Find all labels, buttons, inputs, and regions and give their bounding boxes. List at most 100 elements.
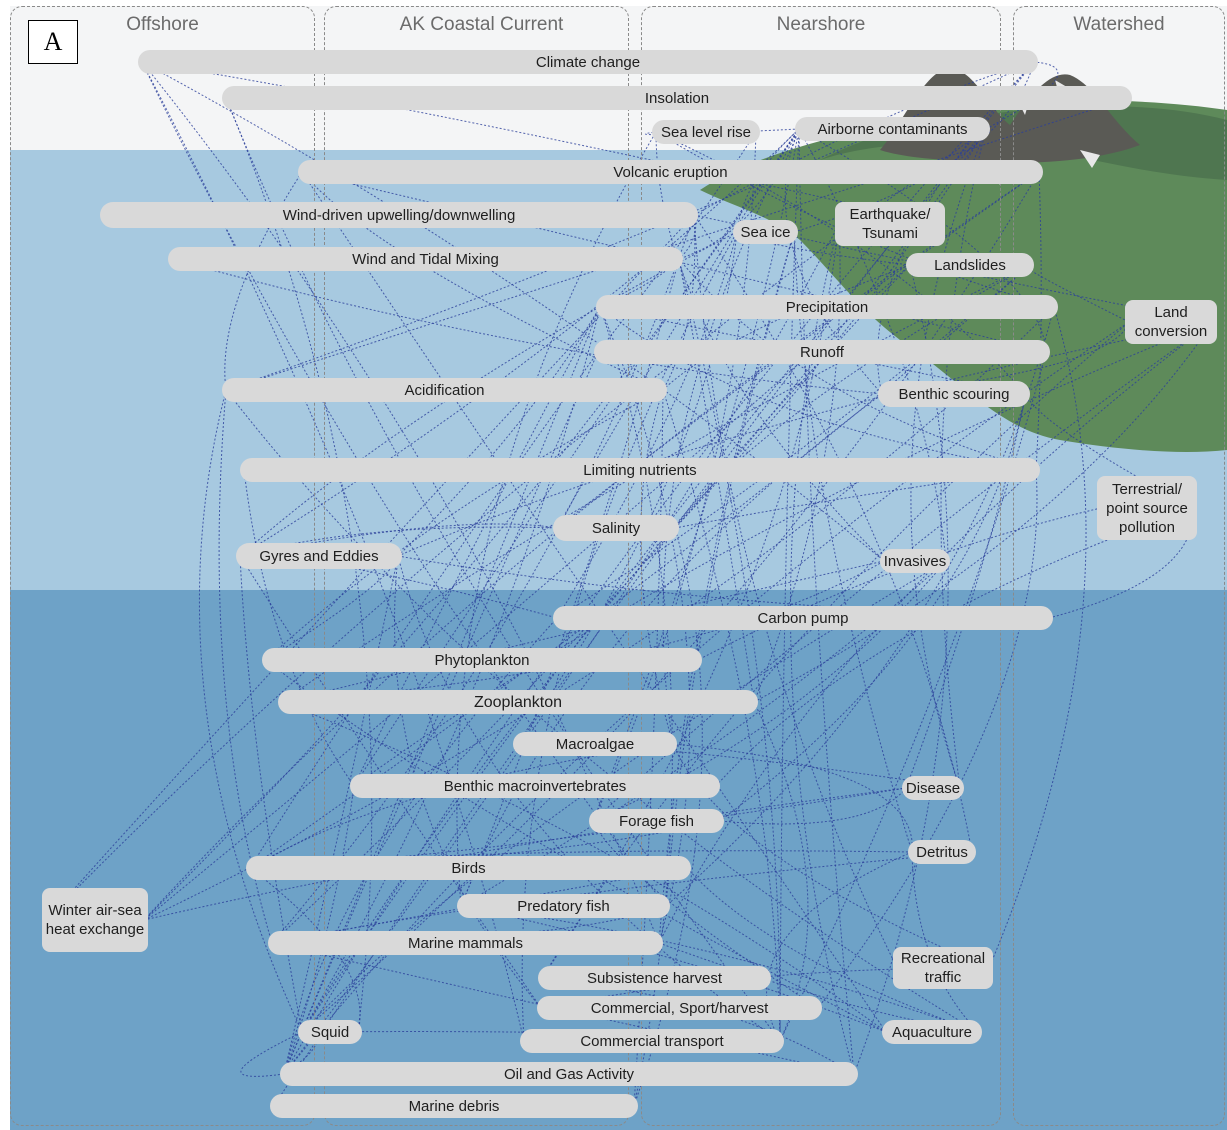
connection-line bbox=[988, 306, 1087, 969]
connection-line bbox=[141, 61, 660, 944]
node-sea-level-rise: Sea level rise bbox=[652, 120, 760, 144]
connection-line bbox=[662, 389, 781, 1042]
connection-line bbox=[693, 214, 898, 969]
connection-line bbox=[592, 560, 947, 822]
connection-line bbox=[141, 61, 667, 907]
connection-line bbox=[239, 555, 558, 619]
connection-line bbox=[271, 851, 973, 944]
connection-line bbox=[143, 128, 800, 921]
connection-line bbox=[283, 555, 399, 1075]
node-acidification: Acidification bbox=[222, 378, 667, 402]
connection-line bbox=[271, 214, 695, 944]
node-insolation: Insolation bbox=[222, 86, 1132, 110]
connection-line bbox=[249, 787, 907, 869]
zone-watershed bbox=[1013, 6, 1225, 1126]
node-terrestrial-pollution: Terrestrial/ point source pollution bbox=[1097, 476, 1197, 540]
connection-line bbox=[224, 171, 303, 391]
node-commercial-transport: Commercial transport bbox=[520, 1029, 784, 1053]
node-volcanic-eruption: Volcanic eruption bbox=[298, 160, 1043, 184]
connection-line bbox=[353, 321, 1214, 787]
zone-title-nearshore: Nearshore bbox=[776, 14, 866, 35]
connection-line bbox=[881, 321, 1130, 395]
connection-line bbox=[283, 321, 1130, 1075]
connection-line bbox=[793, 231, 913, 853]
connection-line bbox=[655, 131, 885, 562]
node-winter-heat-exchange: Winter air-sea heat exchange bbox=[42, 888, 148, 952]
node-detritus: Detritus bbox=[908, 840, 976, 864]
node-runoff: Runoff bbox=[594, 340, 1050, 364]
connection-line bbox=[662, 214, 696, 391]
node-marine-mammals: Marine mammals bbox=[268, 931, 663, 955]
zone-title-ak-coastal-current: AK Coastal Current bbox=[399, 14, 564, 35]
connection-line bbox=[240, 1031, 303, 1077]
node-gyres-eddies: Gyres and Eddies bbox=[236, 543, 402, 569]
node-climate-change: Climate change bbox=[138, 50, 1038, 74]
connection-line bbox=[171, 258, 883, 395]
node-subsistence-harvest: Subsistence harvest bbox=[538, 966, 771, 990]
node-wind-tidal-mixing: Wind and Tidal Mixing bbox=[168, 247, 683, 271]
connection-line bbox=[143, 787, 907, 921]
node-recreational-traffic: Recreational traffic bbox=[893, 947, 993, 989]
connection-line bbox=[1021, 262, 1130, 323]
connection-line bbox=[353, 128, 800, 787]
connection-line bbox=[678, 128, 800, 260]
connection-line bbox=[265, 555, 399, 661]
connection-line bbox=[301, 128, 987, 1033]
connection-line bbox=[697, 507, 1102, 661]
node-predatory-fish: Predatory fish bbox=[457, 894, 670, 918]
connection-line bbox=[662, 264, 911, 391]
node-marine-debris: Marine debris bbox=[270, 1094, 638, 1118]
node-precipitation: Precipitation bbox=[596, 295, 1058, 319]
connection-line bbox=[853, 264, 949, 1075]
node-airborne-contaminants: Airborne contaminants bbox=[795, 117, 990, 141]
connection-line bbox=[910, 128, 987, 789]
connection-line bbox=[353, 306, 601, 787]
connection-line bbox=[243, 469, 355, 787]
node-phytoplankton: Phytoplankton bbox=[262, 648, 702, 672]
connection-line bbox=[283, 617, 558, 1075]
node-aquaculture: Aquaculture bbox=[882, 1020, 982, 1044]
connection-line bbox=[198, 389, 303, 1033]
connection-line bbox=[736, 231, 911, 266]
connection-line bbox=[225, 389, 979, 1033]
connection-line bbox=[633, 389, 664, 1107]
connection-line bbox=[678, 258, 781, 1042]
connection-line bbox=[715, 507, 1194, 787]
connection-line bbox=[397, 306, 601, 557]
connection-line bbox=[753, 321, 1214, 703]
connection-line bbox=[556, 231, 738, 619]
node-wind-upwelling: Wind-driven upwelling/downwelling bbox=[100, 202, 698, 228]
connection-line bbox=[225, 61, 1035, 391]
node-squid: Squid bbox=[298, 1020, 362, 1044]
panel-label: A bbox=[28, 20, 78, 64]
connection-line bbox=[218, 389, 273, 944]
connection-line bbox=[239, 555, 303, 1033]
connection-line bbox=[1025, 393, 1194, 509]
connection-line bbox=[766, 851, 913, 1042]
node-invasives: Invasives bbox=[880, 549, 950, 573]
node-limiting-nutrients: Limiting nutrients bbox=[240, 458, 1040, 482]
connection-line bbox=[265, 389, 664, 661]
node-macroalgae: Macroalgae bbox=[513, 732, 677, 756]
connection-line bbox=[905, 393, 1027, 789]
connection-line bbox=[877, 61, 1035, 395]
zone-title-offshore: Offshore bbox=[126, 14, 199, 35]
zone-nearshore bbox=[641, 6, 1001, 1126]
connection-line bbox=[686, 867, 979, 1033]
connection-line bbox=[798, 128, 855, 1075]
connection-line bbox=[397, 555, 781, 1042]
node-landslides: Landslides bbox=[906, 253, 1034, 277]
connection-line bbox=[281, 264, 1031, 703]
node-zooplankton: Zooplankton bbox=[278, 690, 758, 714]
connection-line bbox=[397, 321, 1214, 557]
connection-line bbox=[940, 128, 987, 789]
connection-line bbox=[141, 61, 525, 1042]
connection-line bbox=[301, 306, 601, 1033]
connection-line bbox=[599, 306, 1037, 471]
connection-line bbox=[249, 867, 361, 1033]
connection-line bbox=[141, 61, 942, 225]
node-carbon-pump: Carbon pump bbox=[553, 606, 1053, 630]
connection-line bbox=[1048, 507, 1194, 619]
connection-line bbox=[301, 560, 947, 1033]
